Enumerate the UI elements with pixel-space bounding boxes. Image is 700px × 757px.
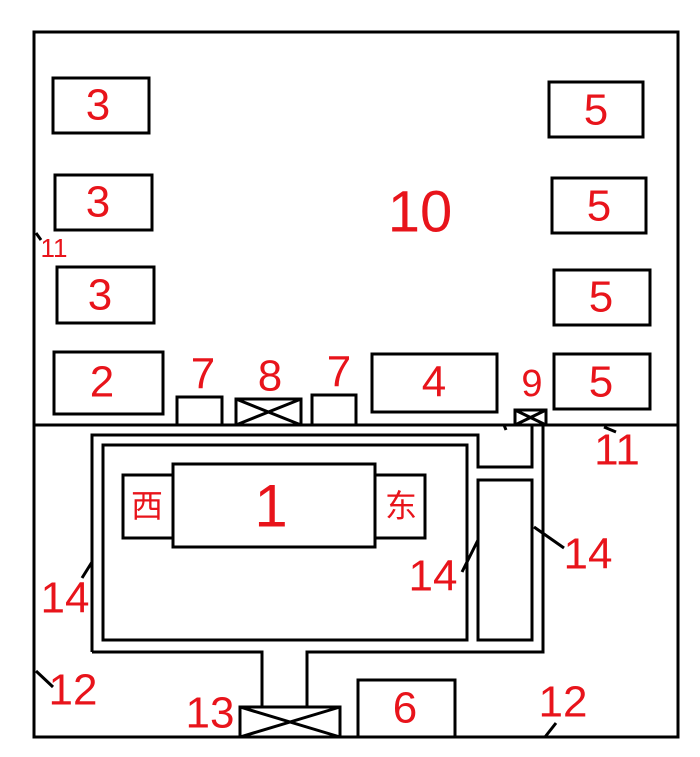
label-12: 12 <box>49 666 98 715</box>
box-5-b <box>550 176 648 235</box>
leader-14 <box>80 561 94 579</box>
unit-1-box <box>171 462 377 549</box>
label-13: 13 <box>186 689 235 738</box>
box-5-a <box>547 80 645 139</box>
label-3: 3 <box>88 271 112 320</box>
valve-13-icon <box>238 705 342 739</box>
label-10: 10 <box>388 180 453 245</box>
pipe-inner-loop <box>101 443 469 642</box>
box-5-d <box>552 352 652 411</box>
leader-11 <box>34 232 43 241</box>
box-3-a <box>51 76 151 135</box>
valve-8-icon <box>234 397 303 427</box>
label-west: 西 <box>131 488 163 524</box>
label-4: 4 <box>422 358 446 407</box>
leader-14 <box>533 525 565 550</box>
label-3: 3 <box>86 81 110 130</box>
leader-12 <box>543 722 558 738</box>
label-5: 5 <box>589 273 613 322</box>
leader-tick <box>502 424 508 431</box>
pipe-outer-loop <box>90 425 545 707</box>
box-5-c <box>552 268 652 327</box>
label-5: 5 <box>587 182 611 231</box>
label-2: 2 <box>90 358 114 407</box>
box-7-b <box>310 393 358 427</box>
valve-9-icon <box>513 408 548 427</box>
box-3-c <box>55 265 156 325</box>
label-11: 11 <box>594 426 640 475</box>
box-2 <box>52 350 165 416</box>
label-9: 9 <box>521 363 542 405</box>
label-5: 5 <box>589 358 613 407</box>
box-7-a <box>175 395 224 427</box>
label-14: 14 <box>409 552 458 601</box>
outer-boundary <box>32 30 680 739</box>
west-end-box <box>121 473 175 540</box>
box-4 <box>370 352 499 414</box>
label-1: 1 <box>254 473 287 540</box>
leader-11 <box>603 425 617 434</box>
leader-12 <box>34 669 55 689</box>
label-12: 12 <box>539 678 588 727</box>
label-8: 8 <box>258 352 282 401</box>
label-5: 5 <box>584 86 608 135</box>
label-7: 7 <box>191 350 215 399</box>
box-3-b <box>53 173 154 232</box>
pipe-side-column <box>476 478 534 642</box>
leader-14 <box>460 539 480 573</box>
label-11: 11 <box>41 233 68 263</box>
label-6: 6 <box>393 684 417 733</box>
label-3: 3 <box>86 178 110 227</box>
label-14: 14 <box>564 530 613 579</box>
label-7: 7 <box>327 348 351 397</box>
label-14: 14 <box>41 574 90 623</box>
label-east: 东 <box>385 488 417 524</box>
box-6 <box>356 678 457 739</box>
